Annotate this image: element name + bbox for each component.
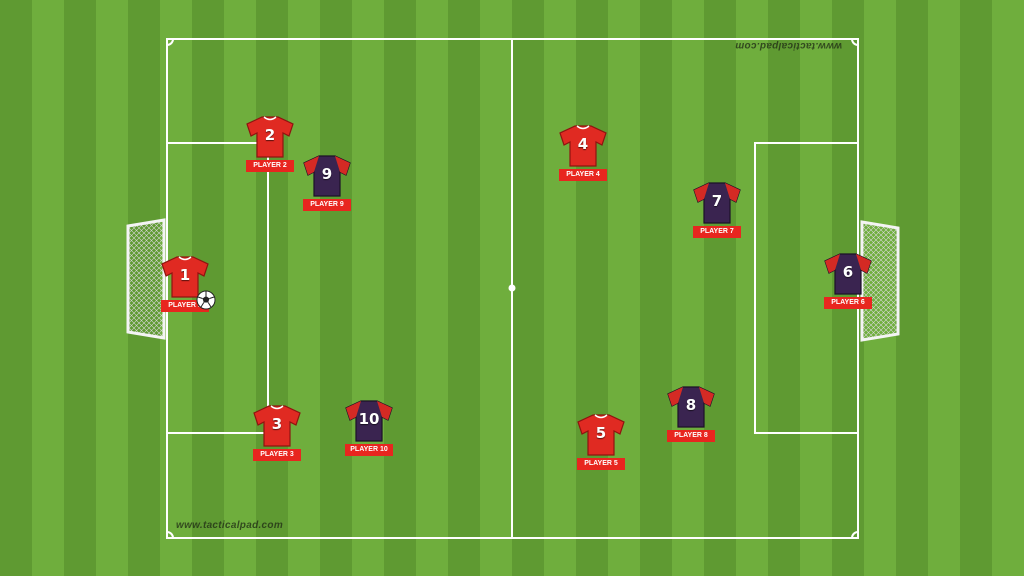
purple-jersey-icon [345,400,393,442]
player-number: 4 [577,135,589,153]
red-jersey-icon [559,125,607,167]
player-label: PLAYER 7 [693,226,741,238]
player-number: 8 [685,396,697,414]
player-label: PLAYER 8 [667,430,715,442]
player-number: 1 [179,266,191,284]
purple-jersey-icon [693,182,741,224]
player-number: 6 [842,263,854,281]
player-label: PLAYER 10 [345,444,393,456]
player-label: PLAYER 6 [824,297,872,309]
purple-jersey-icon [667,386,715,428]
player-number: 9 [321,165,333,183]
player-8[interactable]: 8 PLAYER 8 [661,386,721,446]
player-10[interactable]: 10 PLAYER 10 [339,400,399,460]
player-label: PLAYER 2 [246,160,294,172]
red-jersey-icon [253,405,301,447]
player-6[interactable]: 6 PLAYER 6 [818,253,878,313]
player-3[interactable]: 3 PLAYER 3 [247,405,307,465]
player-number: 10 [358,410,380,428]
watermark-bottom: www.tacticalpad.com [176,520,284,531]
player-number: 2 [264,126,276,144]
player-label: PLAYER 4 [559,169,607,181]
purple-jersey-icon [824,253,872,295]
player-number: 3 [271,415,283,433]
player-5[interactable]: 5 PLAYER 5 [571,414,631,474]
purple-jersey-icon [303,155,351,197]
player-number: 7 [711,192,723,210]
player-label: PLAYER 5 [577,458,625,470]
player-2[interactable]: 2 PLAYER 2 [240,116,300,176]
red-jersey-icon [246,116,294,158]
player-7[interactable]: 7 PLAYER 7 [687,182,747,242]
red-jersey-icon [577,414,625,456]
left-goal [126,218,166,340]
player-label: PLAYER 9 [303,199,351,211]
player-4[interactable]: 4 PLAYER 4 [553,125,613,185]
soccer-ball-icon[interactable] [196,290,216,310]
player-label: PLAYER 3 [253,449,301,461]
watermark-top: www.tacticalpad.com [735,40,843,51]
player-9[interactable]: 9 PLAYER 9 [297,155,357,215]
player-number: 5 [595,424,607,442]
